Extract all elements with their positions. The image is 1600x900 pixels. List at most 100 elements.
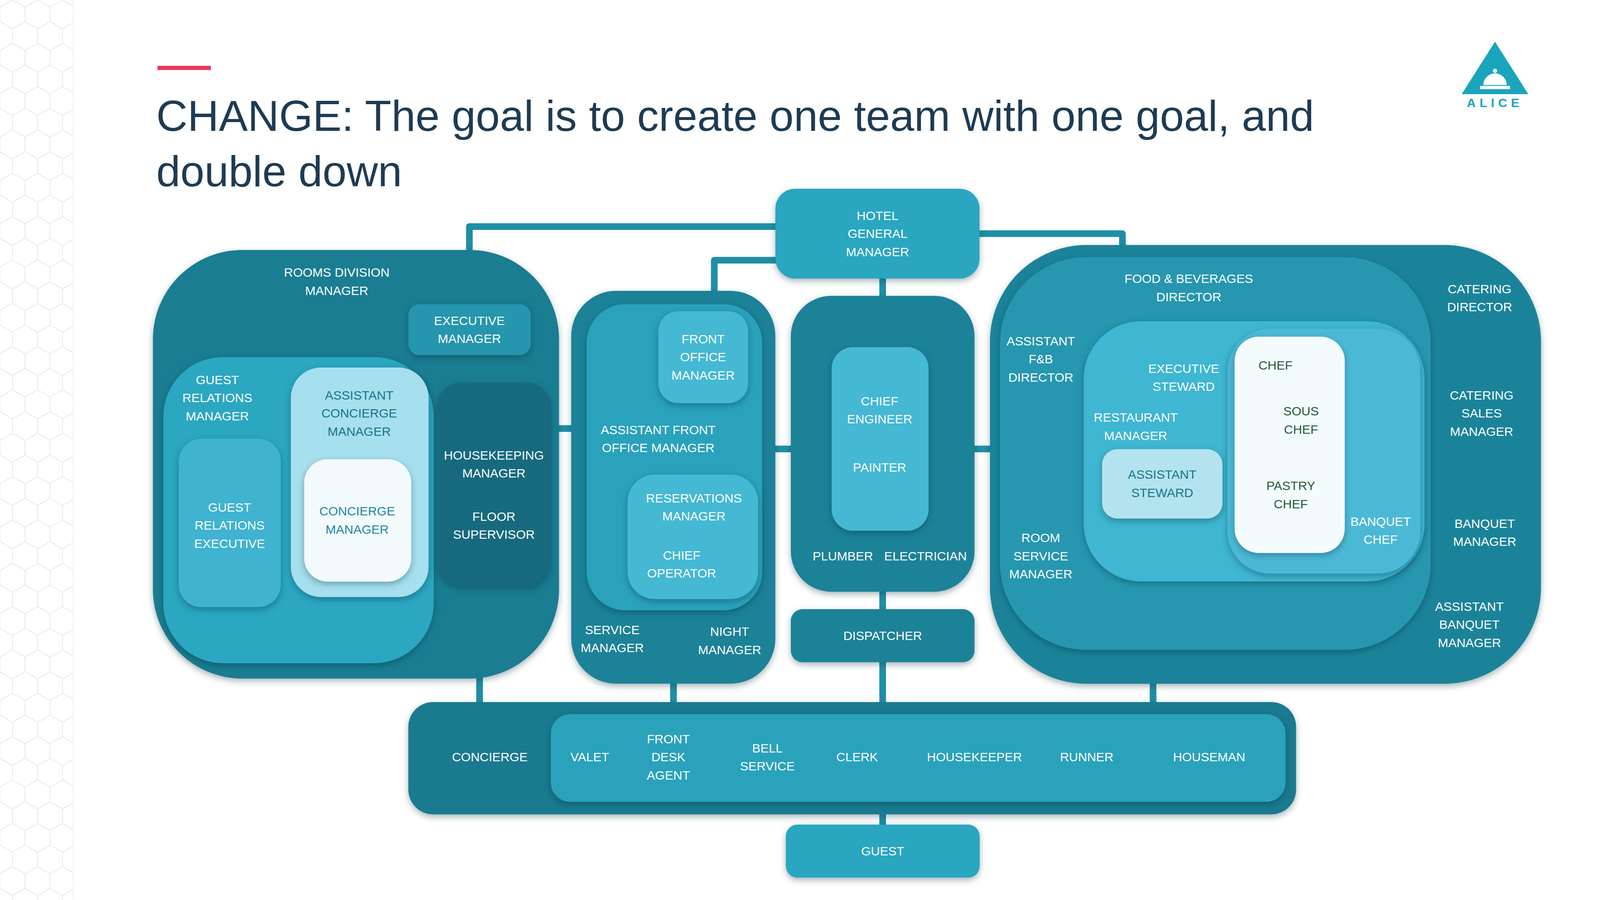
- role-label: FOOD & BEVERAGES DIRECTOR: [1117, 269, 1261, 306]
- role-label: VALET: [570, 747, 610, 767]
- role-blob: ROOMS DIVISION MANAGER EXECUTIVE MANAGER G…: [152, 250, 560, 679]
- role-label: ROOMS DIVISION MANAGER: [277, 263, 396, 300]
- role-blob: CHEF SOUS CHEF PASTRY CHEF: [1234, 336, 1345, 553]
- role-blob: RESERVATIONS MANAGER CHIEF OPERATOR: [627, 474, 758, 600]
- blob-outline: [571, 290, 776, 684]
- role-label: ASSISTANT F&B DIRECTOR: [1004, 332, 1078, 387]
- role-label: PASTRY CHEF: [1261, 476, 1321, 513]
- role-label: GUEST: [861, 842, 905, 861]
- blob-outline: [785, 824, 980, 878]
- blob-outline: [163, 357, 434, 664]
- blob-outline: [436, 382, 552, 587]
- role-blob: VALETFRONT DESK AGENTBELL SERVICECLERKHO…: [550, 714, 1286, 803]
- role-blob: HOUSEKEEPING MANAGERFLOOR SUPERVISOR: [436, 382, 552, 587]
- tendril-connector: [670, 683, 677, 703]
- tendril-connector: [775, 445, 791, 453]
- tendril-connector: [559, 425, 572, 433]
- tendril-connector: [979, 233, 1123, 245]
- role-label: ASSISTANT BANQUET MANAGER: [1431, 597, 1508, 653]
- role-blob: CATERING DIRECTOR CATERING SALES MANAGER B…: [990, 245, 1541, 684]
- role-label: RESERVATIONS MANAGER: [641, 489, 746, 526]
- role-label: FRONT OFFICE MANAGER: [669, 330, 738, 385]
- role-blob: GUEST RELATIONS MANAGER GUEST RELATIONS E…: [163, 357, 434, 664]
- blob-outline: [550, 714, 1286, 803]
- role-blob: EXECUTIVE MANAGER: [408, 304, 531, 355]
- role-label: RUNNER: [1060, 747, 1114, 767]
- role-blob: EXECUTIVE STEWARD RESTAURANT MANAGER ASSIS…: [1083, 321, 1425, 582]
- blob-outline: [831, 347, 929, 531]
- role-label: SERVICE MANAGER: [577, 620, 648, 658]
- role-label: CATERING SALES MANAGER: [1445, 386, 1518, 441]
- blob-outline: [627, 474, 758, 600]
- role-blob: ASSISTANT FRONT OFFICE MANAGER FRONT OFFI…: [586, 304, 763, 611]
- role-label: ASSISTANT CONCIERGE MANAGER: [318, 386, 400, 441]
- blob-outline: [990, 245, 1541, 684]
- blob-shape: [408, 304, 531, 355]
- logo-wordmark: ALICE: [1466, 95, 1523, 110]
- role-blob: FOOD & BEVERAGES DIRECTOR ASSISTANT F&B D…: [1000, 257, 1431, 650]
- role-label: BANQUET MANAGER: [1449, 514, 1521, 551]
- blob-outline: [790, 295, 975, 592]
- blob-outline: [304, 459, 412, 582]
- role-blob: PLUMBERELECTRICIANCHIEF ENGINEERPAINTER: [790, 295, 975, 592]
- role-label: HOUSEMAN: [1172, 747, 1245, 767]
- role-label: GUEST RELATIONS MANAGER: [177, 370, 258, 426]
- tendril-connector: [974, 445, 990, 453]
- role-blob: GUEST RELATIONS EXECUTIVE: [178, 438, 281, 608]
- blob-outline: [658, 311, 749, 403]
- role-label: FLOOR SUPERVISOR: [440, 507, 548, 544]
- role-label: NIGHT MANAGER: [695, 622, 765, 659]
- role-label: CHEF: [1258, 356, 1293, 375]
- blob-outline: [775, 188, 980, 279]
- role-label: SOUS CHEF: [1276, 402, 1326, 439]
- tendril-connector: [879, 814, 886, 825]
- role-label: CHIEF OPERATOR: [643, 546, 720, 583]
- role-label: CHIEF ENGINEER: [842, 392, 917, 429]
- blob-shape: [304, 459, 412, 582]
- role-blob: CONCIERGE VALETFRONT DESK AGENTBELL SERVI…: [408, 702, 1297, 815]
- role-blob: SERVICE MANAGER NIGHT MANAGER ASSISTANT FR…: [571, 290, 776, 684]
- role-label: EXECUTIVE STEWARD: [1145, 359, 1222, 396]
- blob-outline: [290, 367, 429, 598]
- role-blob: ASSISTANT STEWARD: [1102, 449, 1223, 519]
- role-label: ASSISTANT STEWARD: [1124, 465, 1200, 502]
- role-label: EXECUTIVE MANAGER: [430, 311, 508, 348]
- role-blob: CHIEF ENGINEER PAINTER: [831, 347, 929, 531]
- role-blob: DISPATCHER: [790, 609, 975, 663]
- role-label: CATERING DIRECTOR: [1443, 280, 1515, 317]
- role-label: RESTAURANT MANAGER: [1090, 408, 1181, 445]
- role-blob: FRONT OFFICE MANAGER: [658, 311, 749, 403]
- blob-outline: [1083, 321, 1425, 582]
- hex-pattern: [0, 0, 73, 900]
- role-label: HOUSEKEEPER: [927, 747, 1023, 767]
- role-label: HOTEL GENERAL MANAGER: [842, 206, 913, 262]
- tendril-connector: [714, 260, 776, 291]
- role-blob: ASSISTANT CONCIERGE MANAGER CONCIERGE MAN…: [290, 367, 429, 598]
- role-blob: CONCIERGE MANAGER: [304, 459, 412, 582]
- tendril-connector: [879, 278, 886, 297]
- blob-outline: [1102, 449, 1223, 519]
- role-label: PAINTER: [852, 458, 907, 477]
- tendril-connector: [879, 662, 886, 703]
- role-label: CONCIERGE: [452, 747, 528, 767]
- edge-line: [72, 0, 74, 900]
- blob-outline: [408, 304, 531, 355]
- role-blob: GUEST: [785, 824, 980, 878]
- logo-icon: [1461, 41, 1529, 95]
- role-blob: HOTEL GENERAL MANAGER: [775, 188, 980, 279]
- tendril-connector: [469, 226, 776, 250]
- blob-shape: [1102, 449, 1223, 519]
- blob-outline: [1227, 328, 1421, 574]
- blob-outline: [790, 609, 975, 663]
- blob-shape: [436, 382, 552, 587]
- role-label: BELL SERVICE: [734, 739, 800, 776]
- role-label: BANQUET CHEF: [1347, 512, 1414, 549]
- blob-outline: [1000, 257, 1431, 650]
- role-label: PLUMBER: [812, 547, 873, 566]
- logo-bell: [1483, 73, 1507, 85]
- role-label: ASSISTANT FRONT OFFICE MANAGER: [597, 420, 719, 458]
- role-label: GUEST RELATIONS EXECUTIVE: [190, 498, 270, 553]
- blob-outline: [586, 304, 763, 611]
- role-blob: BANQUET CHEF CHEF SOUS CHEF PASTRY CHEF: [1227, 328, 1421, 574]
- tendril-connector: [879, 591, 886, 610]
